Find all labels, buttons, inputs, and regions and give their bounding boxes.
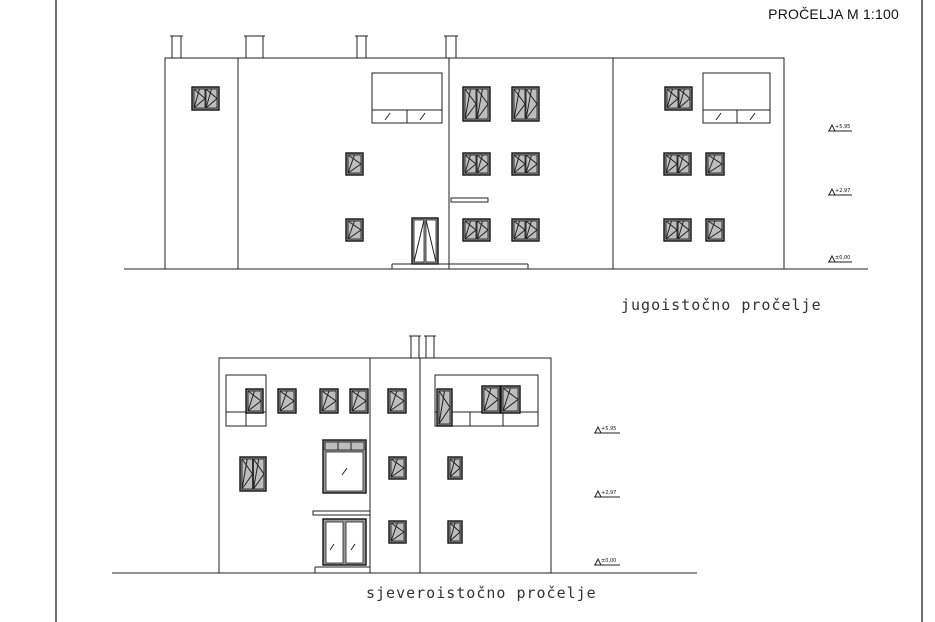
- window: [462, 86, 491, 122]
- window: [245, 388, 264, 414]
- window: [664, 86, 693, 111]
- balcony: [371, 72, 443, 124]
- level-markers: +5,95 +2,97 ±0,00: [594, 425, 620, 566]
- elevation-northeast: +5,95 +2,97 ±0,00: [112, 335, 697, 574]
- large-window: [322, 439, 367, 494]
- level-marker-label: +5,95: [601, 426, 616, 432]
- elevation-label: jugoistočno pročelje: [621, 296, 822, 314]
- window: [447, 456, 463, 480]
- windows-southeast: [191, 86, 725, 242]
- window: [705, 218, 725, 242]
- window: [319, 388, 339, 414]
- level-marker-label: +5,95: [835, 124, 850, 130]
- level-markers: +5,95 +2,97 ±0,00: [828, 123, 852, 263]
- entrance-door: [322, 518, 367, 566]
- chimneys: [170, 35, 458, 59]
- window: [277, 388, 297, 414]
- window: [462, 152, 491, 176]
- window: [481, 385, 501, 414]
- window: [511, 86, 540, 122]
- building-outline: [218, 357, 552, 574]
- window: [387, 388, 407, 414]
- sheet-title: PROČELJA M 1:100: [768, 6, 899, 22]
- chimneys: [409, 335, 436, 359]
- building-outline: [164, 57, 785, 270]
- window: [388, 520, 407, 544]
- level-marker-label: ±0,00: [601, 558, 616, 564]
- entrance-door: [411, 217, 439, 265]
- level-marker-label: +2,97: [601, 490, 616, 496]
- elevation-label: sjeveroistočno pročelje: [366, 584, 597, 602]
- window: [663, 152, 692, 176]
- window: [345, 218, 364, 242]
- window: [345, 152, 364, 176]
- window: [511, 152, 540, 176]
- balcony: [702, 72, 771, 124]
- level-marker-label: ±0,00: [835, 255, 850, 261]
- window: [462, 218, 491, 242]
- windows-northeast: [239, 385, 521, 544]
- window: [191, 86, 220, 111]
- window: [447, 520, 463, 544]
- window: [705, 152, 725, 176]
- entrance-canopy: [312, 510, 371, 516]
- level-marker-label: +2,97: [835, 188, 850, 194]
- elevation-southeast: +5,95 +2,97 ±0,00: [124, 35, 868, 270]
- window: [511, 218, 540, 242]
- window: [349, 388, 369, 414]
- window: [388, 456, 407, 480]
- window: [436, 388, 453, 427]
- window: [239, 456, 267, 492]
- window: [663, 218, 692, 242]
- window: [500, 385, 521, 414]
- entrance-canopy: [450, 197, 489, 203]
